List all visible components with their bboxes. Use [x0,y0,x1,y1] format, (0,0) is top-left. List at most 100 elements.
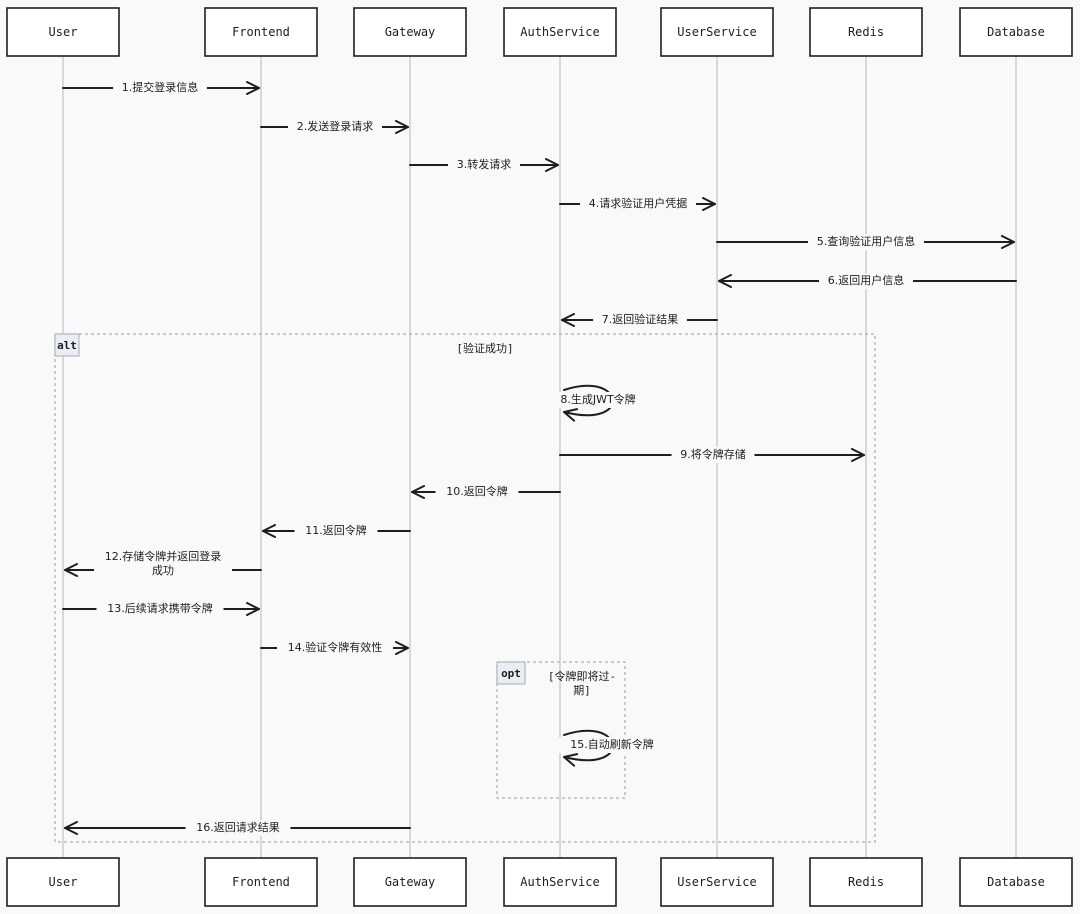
fragment-tag-text: opt [501,667,521,680]
message-label-bg [808,234,924,250]
message-label: 15.自动刷新令牌 [570,737,654,751]
fragment-alt: alt [验证成功] [54,333,876,843]
message-label: 9.将令牌存储 [680,447,746,461]
actor-frontend-bottom: Frontend [204,857,318,907]
fragment-condition: [令牌即将过- [548,669,616,683]
message-14: 14.验证令牌有效性 [260,640,409,656]
message-8: 8.生成JWT令牌 [545,384,651,422]
actor-authservice-bottom: AuthService [503,857,617,907]
actor-label: Database [987,875,1045,889]
lifelines [62,56,1017,858]
actor-box [809,857,923,907]
message-label: 1.提交登录信息 [122,80,199,94]
message-5: 5.查询验证用户信息 [716,234,1015,250]
message-label-bg [288,119,382,135]
actor-label: Redis [848,25,884,39]
actor-label: AuthService [520,25,599,39]
actor-user-bottom: User [6,857,120,907]
actor-label: User [49,25,78,39]
actor-box [959,7,1073,57]
message-4: 4.请求验证用户凭据 [559,196,716,212]
message-label: 4.请求验证用户凭据 [589,196,688,210]
actor-label: Frontend [232,25,290,39]
message-label-bg [545,392,651,408]
actor-box [353,7,467,57]
actor-label: User [49,875,78,889]
message-label-bg [819,273,913,289]
message-label: 13.后续请求携带令牌 [107,601,213,615]
actor-authservice-top: AuthService [503,7,617,57]
actor-redis-top: Redis [809,7,923,57]
message-15: 15.自动刷新令牌 [559,729,665,767]
message-label: 11.返回令牌 [305,523,367,537]
message-label: 16.返回请求结果 [196,821,280,834]
message-2: 2.发送登录请求 [260,119,409,135]
actor-box [204,7,318,57]
actor-gateway-bottom: Gateway [353,857,467,907]
message-label-bg [593,312,687,328]
message-label-bg [448,157,520,173]
actor-userservice-top: UserService [660,7,774,57]
actor-frontend-top: Frontend [204,7,318,57]
message-label: 7.返回验证结果 [602,312,679,326]
message-label: 8.生成JWT令牌 [560,392,635,406]
message-label-bg [559,737,665,753]
message-label-bg [580,196,696,212]
message-label-bg [294,523,378,539]
message-label-bg [113,80,207,96]
actor-database-top: Database [959,7,1073,57]
message-6: 6.返回用户信息 [718,273,1017,289]
message-label: 12.存储令牌并返回登录 [105,549,222,563]
message-label-bg [435,484,519,500]
message-label: 14.验证令牌有效性 [288,640,383,654]
message-label-bg [277,640,393,656]
fragment-condition-line2: 期] [573,684,591,697]
message-label-bg [94,549,232,579]
messages: 1.提交登录信息 2.发送登录请求 3.转发请求 4.请求验证用户凭据 5.查询验证用户… [62,80,1017,836]
actor-label: UserService [677,25,756,39]
actor-label: UserService [677,875,756,889]
message-1: 1.提交登录信息 [62,80,260,96]
message-label: 2.发送登录请求 [297,119,374,133]
actor-user-top: User [6,7,120,57]
actor-label: Gateway [385,25,436,39]
actor-box [6,7,120,57]
actor-box [204,857,318,907]
actor-box [503,7,617,57]
fragments: alt [验证成功] opt [令牌即将过-期] [54,333,876,843]
message-label: 5.查询验证用户信息 [817,234,916,248]
message-7: 7.返回验证结果 [561,312,718,328]
actors: UserUserFrontendFrontendGatewayGatewayAu… [6,7,1073,907]
actor-box [660,7,774,57]
message-label-bg [185,820,291,836]
message-13: 13.后续请求携带令牌 [62,601,260,617]
message-3: 3.转发请求 [409,157,559,173]
message-label: 6.返回用户信息 [828,273,905,287]
fragment-tag-text: alt [57,339,77,352]
message-9: 9.将令牌存储 [559,447,865,463]
fragment-tag [54,333,80,357]
actor-box [959,857,1073,907]
actor-label: AuthService [520,875,599,889]
fragment-condition: [验证成功] [456,341,513,355]
actor-box [660,857,774,907]
actor-label: Redis [848,875,884,889]
message-16: 16.返回请求结果 [64,820,411,836]
actor-label: Database [987,25,1045,39]
message-label: 3.转发请求 [457,157,512,171]
message-10: 10.返回令牌 [411,484,561,500]
actor-label: Frontend [232,875,290,889]
actor-label: Gateway [385,875,436,889]
actor-box [353,857,467,907]
message-label: 10.返回令牌 [446,484,508,498]
fragment-frame [54,333,876,843]
message-label-bg [96,601,224,617]
actor-database-bottom: Database [959,857,1073,907]
fragment-tag [496,661,526,685]
actor-box [809,7,923,57]
message-11: 11.返回令牌 [262,523,411,539]
actor-redis-bottom: Redis [809,857,923,907]
message-label-bg [671,447,755,463]
